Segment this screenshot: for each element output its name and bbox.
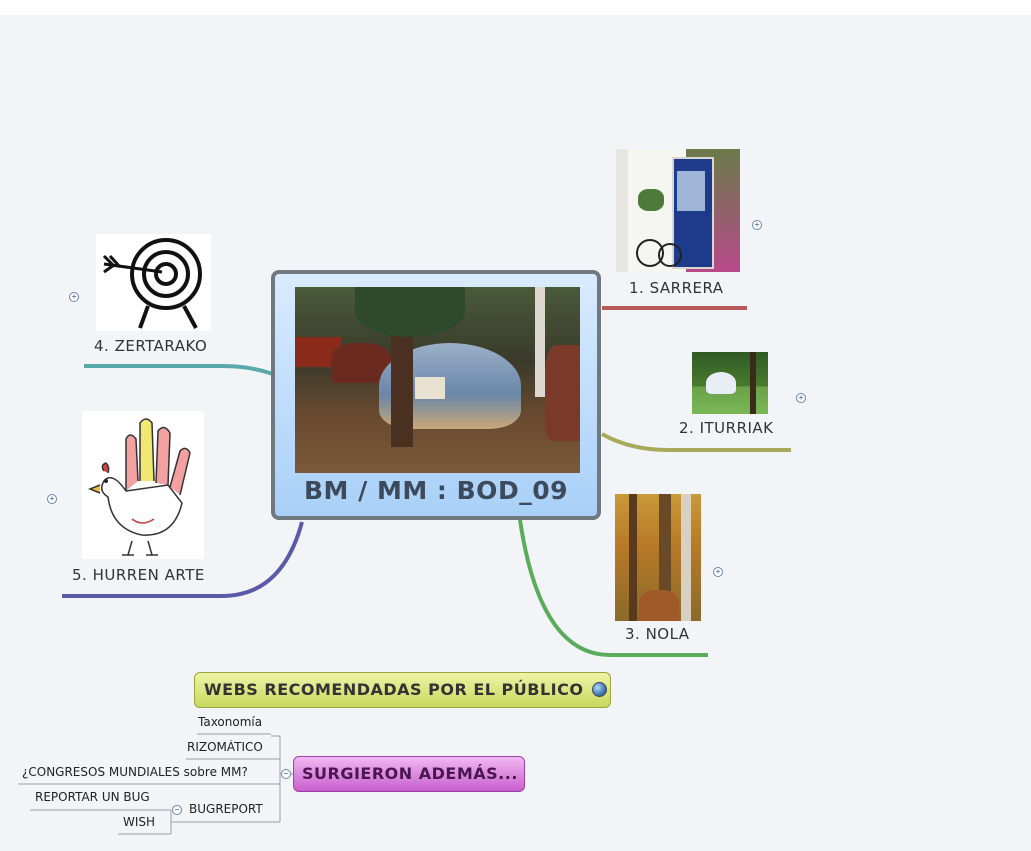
branch-label-iturriak[interactable]: 2. ITURRIAK xyxy=(679,419,774,437)
expand-iturriak-icon[interactable]: + xyxy=(796,393,806,403)
iturriak-image xyxy=(692,352,768,414)
central-topic[interactable]: BM / MM : BOD_09 xyxy=(271,270,601,520)
subtopic-reportar-bug[interactable]: REPORTAR UN BUG xyxy=(35,790,150,804)
branch-line-nola xyxy=(518,519,708,657)
collapse-surgieron-icon[interactable]: − xyxy=(281,769,291,779)
hurren-arte-image xyxy=(82,411,204,559)
zertarako-image xyxy=(96,234,211,331)
surgieron-ademas-label: SURGIERON ADEMÁS... xyxy=(302,764,518,783)
collapse-bugreport-icon[interactable]: − xyxy=(172,805,182,815)
webs-recomendadas-label: WEBS RECOMENDADAS POR EL PÚBLICO xyxy=(204,680,584,699)
nola-image xyxy=(615,494,701,621)
branch-label-zertarako[interactable]: 4. ZERTARAKO xyxy=(94,337,208,355)
branch-line-iturriak xyxy=(601,432,791,452)
branch-label-hurren-arte[interactable]: 5. HURREN ARTE xyxy=(72,566,205,584)
subtopic-wish[interactable]: WISH xyxy=(123,815,156,829)
branch-line-hurren-arte xyxy=(62,521,304,598)
branch-line-zertarako xyxy=(84,364,274,376)
expand-hurren-arte-icon[interactable]: + xyxy=(47,494,57,504)
surgieron-ademas-topic[interactable]: SURGIERON ADEMÁS... xyxy=(293,756,525,792)
sub-topic-lines xyxy=(18,733,293,835)
subtopic-bugreport[interactable]: BUGREPORT xyxy=(189,802,263,816)
subtopic-rizomatico[interactable]: RIZOMÁTICO xyxy=(187,740,263,754)
expand-nola-icon[interactable]: + xyxy=(713,567,723,577)
central-image xyxy=(295,287,580,473)
expand-sarrera-icon[interactable]: + xyxy=(752,220,762,230)
branch-label-nola[interactable]: 3. NOLA xyxy=(625,625,690,643)
sarrera-image xyxy=(616,149,740,272)
webs-recomendadas-topic[interactable]: WEBS RECOMENDADAS POR EL PÚBLICO xyxy=(194,672,611,708)
globe-icon[interactable] xyxy=(592,682,607,697)
expand-zertarako-icon[interactable]: + xyxy=(69,292,79,302)
branch-label-sarrera[interactable]: 1. SARRERA xyxy=(629,279,724,297)
central-title: BM / MM : BOD_09 xyxy=(304,476,568,505)
subtopic-taxonomia[interactable]: Taxonomía xyxy=(198,715,263,729)
subtopic-congresos[interactable]: ¿CONGRESOS MUNDIALES sobre MM? xyxy=(22,765,248,779)
